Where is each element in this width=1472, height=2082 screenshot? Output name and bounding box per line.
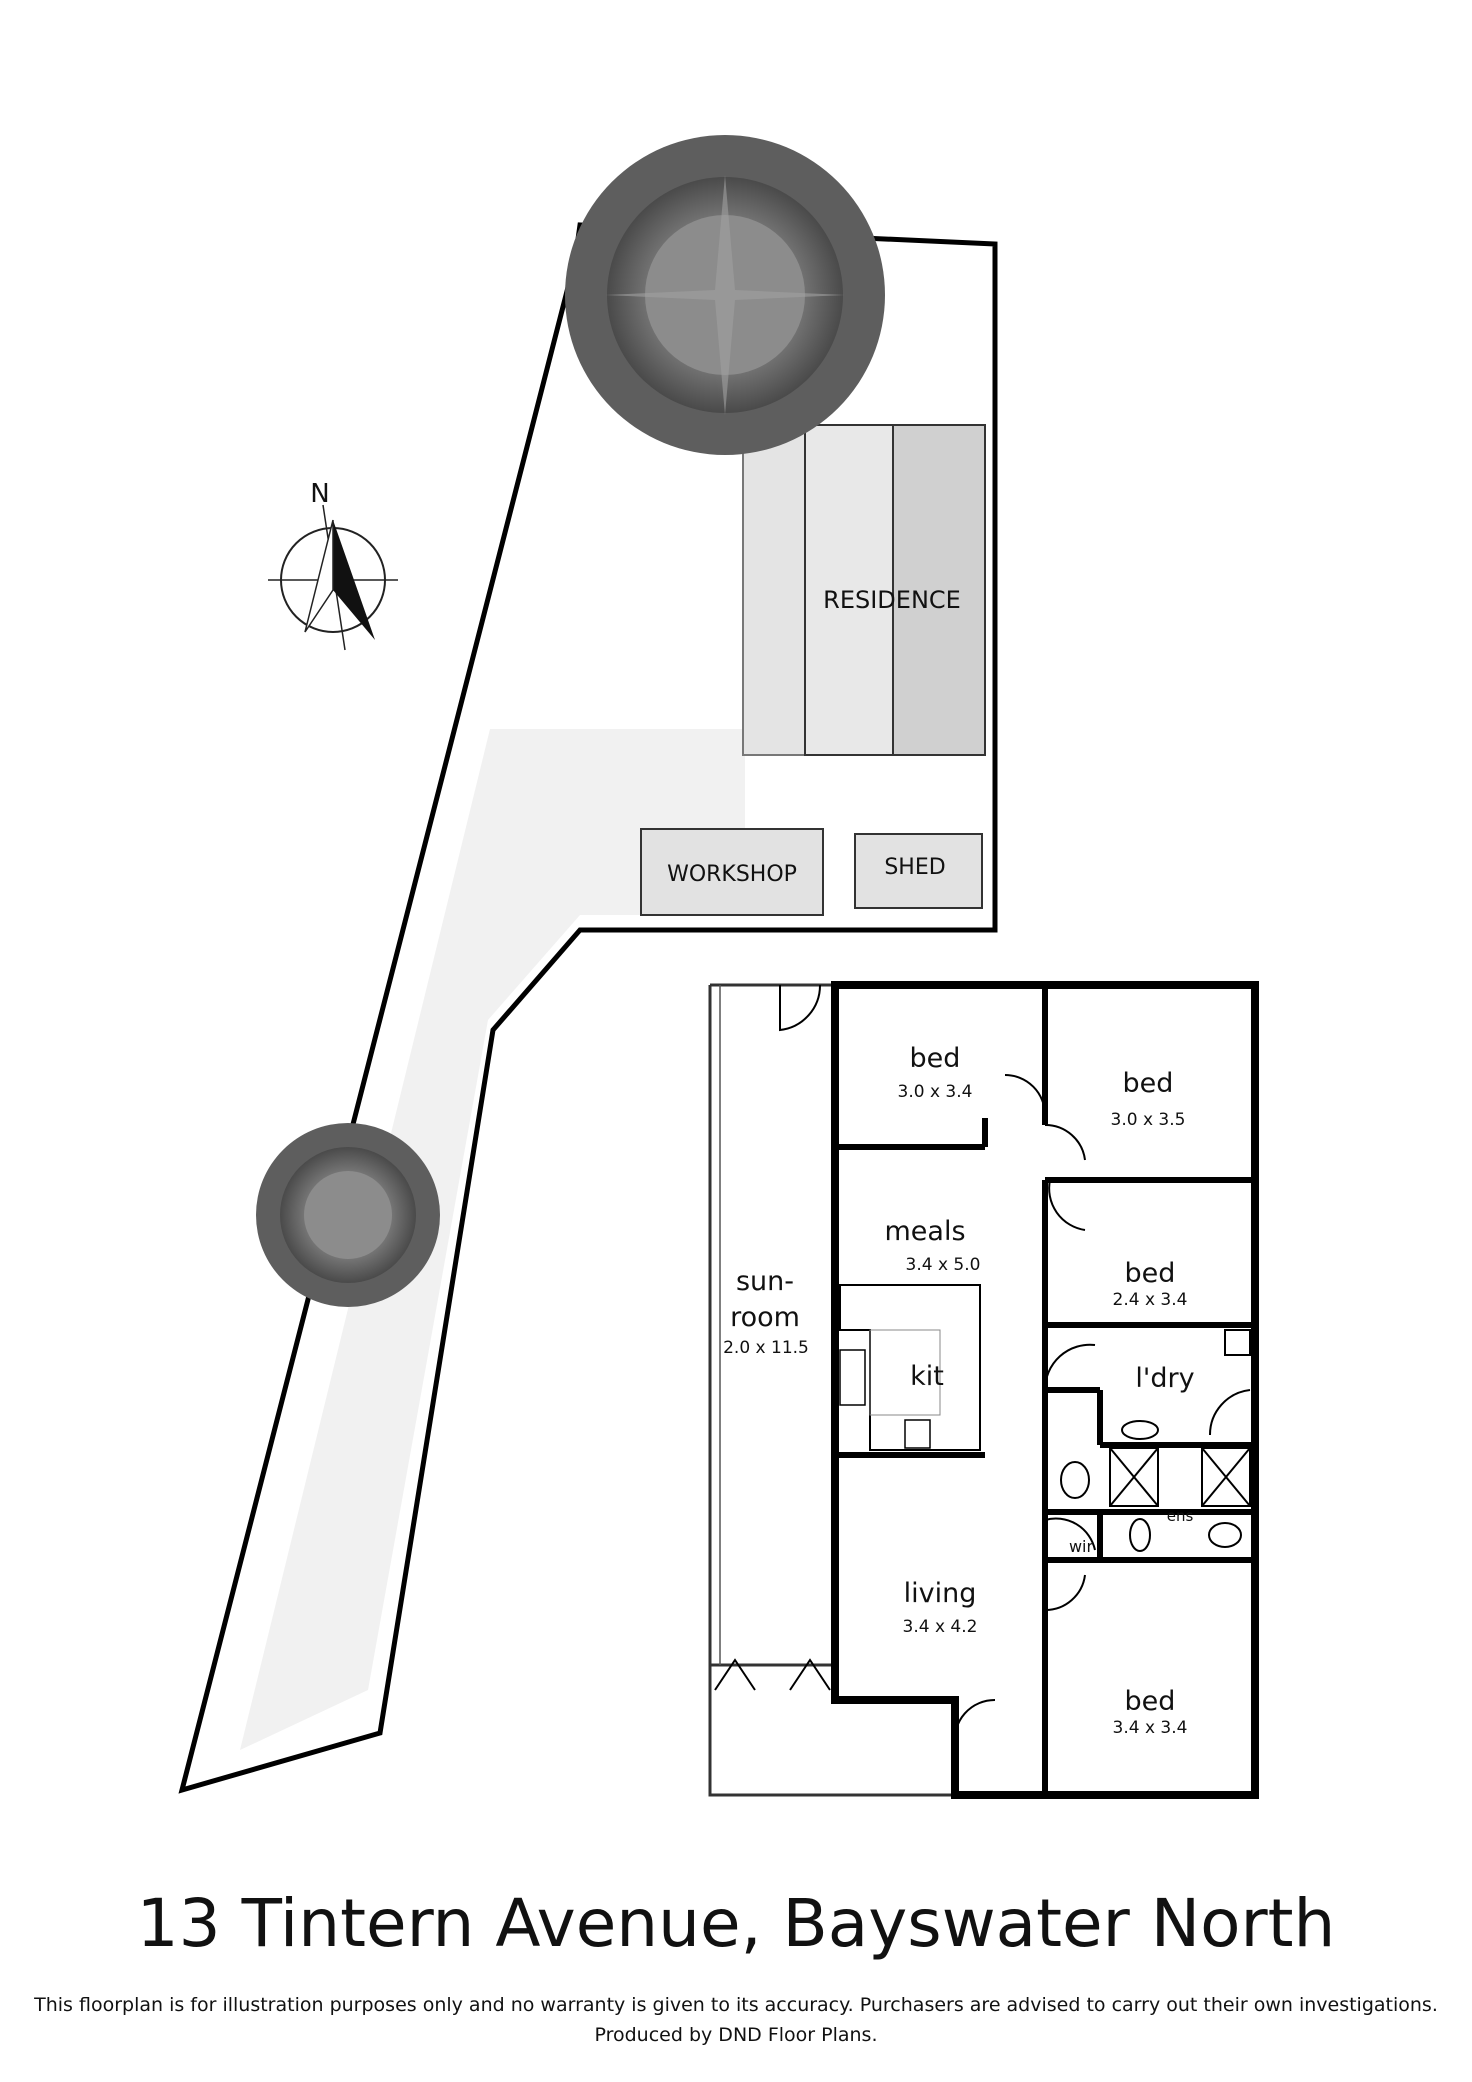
property-title: 13 Tintern Avenue, Bayswater North (136, 1885, 1336, 1962)
living-label: living (904, 1578, 977, 1609)
laundry-label: l'dry (1135, 1363, 1194, 1394)
wir-label: wir (1069, 1537, 1094, 1556)
bathroom-fixtures (1060, 1329, 1251, 1552)
driveway (240, 729, 745, 1750)
kitchen-label: kit (910, 1361, 944, 1392)
sunroom-label-line1: sun- (736, 1266, 794, 1297)
disclaimer-line1: This floorplan is for illustration purpo… (34, 1994, 1438, 2016)
bed3-label: bed (1125, 1258, 1176, 1289)
sunroom-size: 2.0 x 11.5 (723, 1338, 809, 1358)
bed4-label: bed (1125, 1686, 1176, 1717)
ensuite-label: ens (1167, 1507, 1194, 1525)
bed2-label: bed (1123, 1068, 1174, 1099)
sunroom-label-line2: room (730, 1302, 800, 1333)
living-size: 3.4 x 4.2 (903, 1617, 978, 1637)
north-arrow-icon: N (268, 479, 398, 651)
tree-small-icon (256, 1123, 440, 1307)
workshop-label: WORKSHOP (667, 862, 797, 887)
bed1-label: bed (910, 1043, 961, 1074)
shed-label: SHED (884, 855, 945, 880)
workshop-building: WORKSHOP (640, 828, 824, 916)
meals-size: 3.4 x 5.0 (906, 1255, 981, 1275)
meals-label: meals (884, 1216, 965, 1247)
disclaimer: This floorplan is for illustration purpo… (0, 1990, 1472, 2050)
kitchen-counter (839, 1284, 981, 1451)
bed3-size: 2.4 x 3.4 (1113, 1290, 1188, 1310)
residence-label: RESIDENCE (823, 586, 961, 614)
house-outer-walls (831, 981, 1259, 1799)
house-floorplan: bed 3.0 x 3.4 bed 3.0 x 3.5 meals 3.4 x … (708, 981, 1259, 1799)
bed2-size: 3.0 x 3.5 (1111, 1110, 1186, 1130)
north-label: N (310, 479, 329, 509)
disclaimer-line2: Produced by DND Floor Plans. (594, 2024, 878, 2046)
tree-large-icon (565, 135, 885, 455)
bed4-size: 3.4 x 3.4 (1113, 1718, 1188, 1738)
shed-building: SHED (854, 833, 983, 909)
bed1-size: 3.0 x 3.4 (898, 1082, 973, 1102)
residence-building: RESIDENCE (742, 424, 986, 756)
